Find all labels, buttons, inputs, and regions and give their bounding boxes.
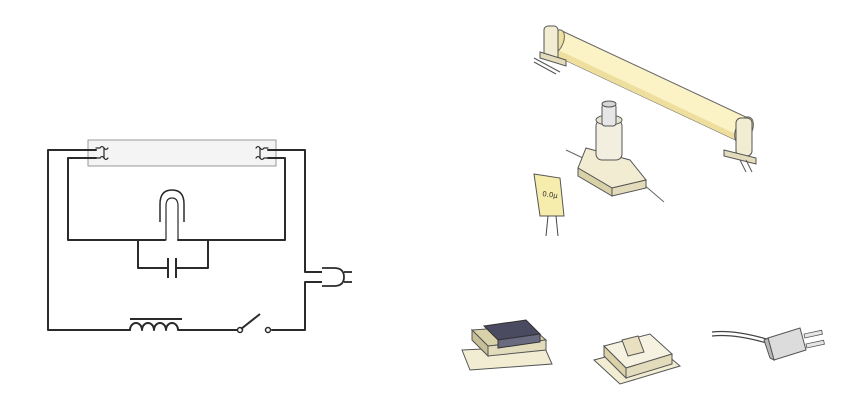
starter-symbol [159,189,185,241]
capacitor-illustration: 0.0μ [533,173,565,237]
tube-symbol [87,139,277,167]
wire-outer-right [267,149,323,273]
wire-outer-bottom-right [271,281,323,331]
ballast-inductor-symbol [129,318,183,331]
plug-illustration [711,327,825,361]
right-lampholder [723,116,757,173]
plug-symbol [322,267,352,287]
capacitor-symbol [167,258,177,278]
left-filament-symbol [95,145,109,161]
switch-illustration [592,333,682,385]
wire-capacitor-branch [137,239,209,269]
circuit-schematic [47,139,352,334]
right-filament-symbol [255,145,269,161]
wire-outer-left [47,149,131,331]
wire-inner-right [177,157,286,241]
starter-with-socket-illustration [565,100,665,203]
capacitor-label: 0.0μ [542,190,559,200]
fluorescent-tube-illustration [533,25,757,173]
wire-inner-left [67,157,166,241]
ballast-illustration [461,319,553,371]
left-lampholder [533,25,567,75]
switch-symbol [236,313,272,334]
